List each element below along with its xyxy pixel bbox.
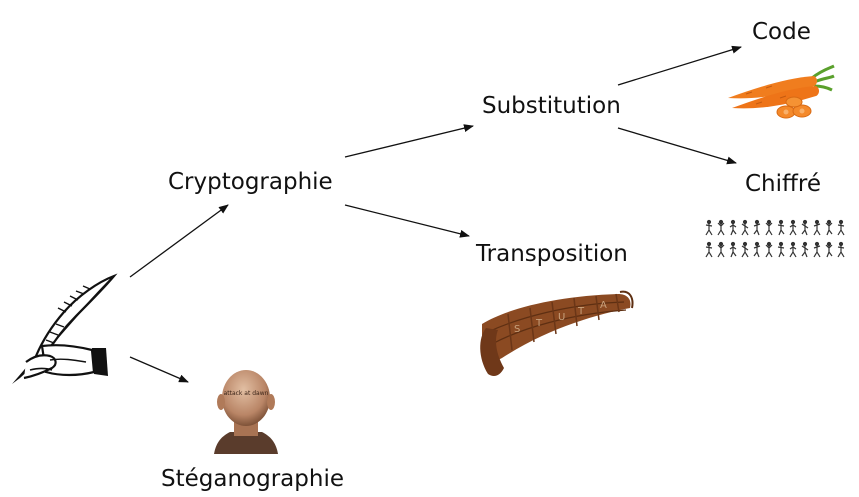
scytale-image: S T U T A: [480, 290, 634, 376]
svg-text:S: S: [514, 324, 520, 335]
shaved-head-image: attack at dawn: [214, 370, 278, 454]
node-code-label: Code: [752, 19, 811, 45]
carrots-image: [728, 64, 835, 119]
svg-text:T: T: [535, 318, 543, 329]
edge-cryptographie-to-substitution: [344, 124, 474, 158]
edge-substitution-to-chiffre: [617, 127, 737, 165]
node-transposition-label: Transposition: [476, 241, 628, 267]
tattoo-text: attack at dawn: [224, 390, 269, 397]
edge-root-to-cryptographie: [129, 204, 229, 278]
node-cryptographie-label: Cryptographie: [168, 169, 333, 195]
svg-text:T: T: [577, 306, 585, 317]
dancing-men-cipher-image: [702, 214, 856, 260]
edge-root-to-steganographie: [129, 356, 189, 383]
node-chiffre-label: Chiffré: [745, 171, 821, 197]
quill-pen-in-hand-icon: [12, 273, 118, 384]
node-substitution-label: Substitution: [482, 93, 621, 119]
edge-cryptographie-to-transposition: [344, 204, 470, 238]
svg-text:A: A: [600, 300, 607, 311]
svg-text:U: U: [558, 312, 565, 323]
node-steganographie-label: Stéganographie: [161, 466, 344, 492]
edge-substitution-to-code: [617, 45, 742, 86]
